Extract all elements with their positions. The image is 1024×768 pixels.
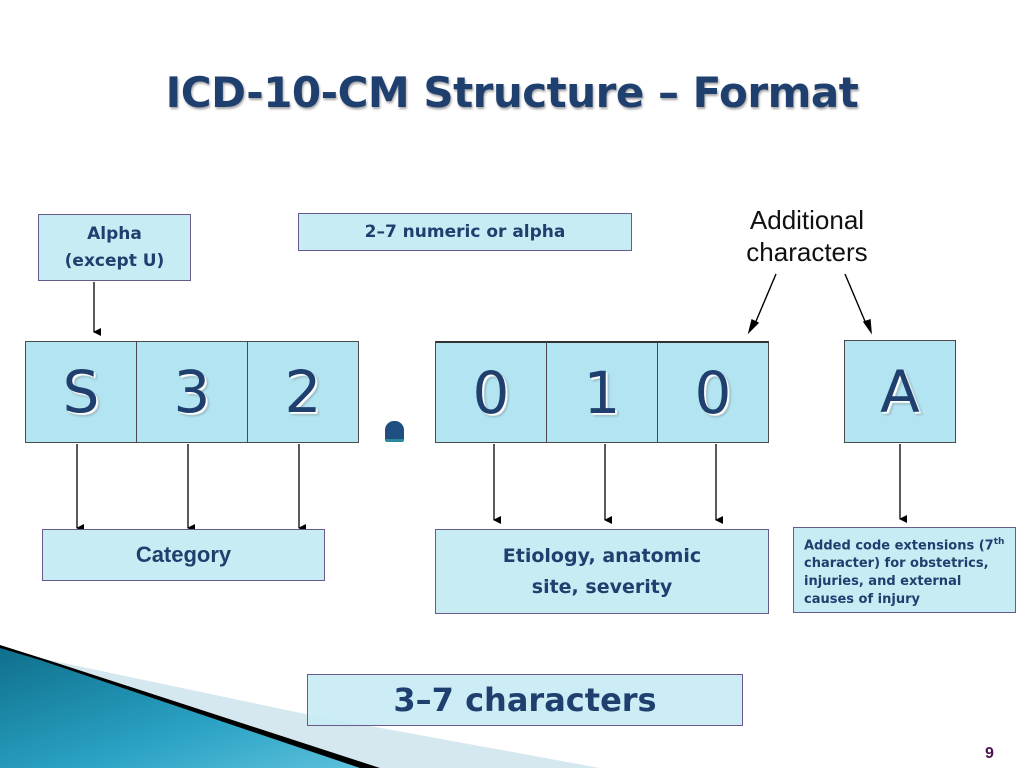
code-char-7-extension: A [844, 340, 956, 443]
code-char-3: 2 [247, 341, 359, 443]
page-number: 9 [985, 745, 994, 762]
alpha-label-box: Alpha (except U) [38, 214, 191, 281]
summary-box: 3–7 characters [307, 674, 743, 726]
decimal-point [385, 421, 404, 442]
numeric-or-alpha-label: 2–7 numeric or alpha [364, 222, 566, 242]
code-char-6: 0 [657, 341, 769, 443]
summary-label: 3–7 characters [393, 681, 657, 719]
code-char-4: 0 [435, 341, 547, 443]
alpha-label-line2: (except U) [64, 250, 165, 271]
etiology-label-box: Etiology, anatomic site, severity [435, 529, 769, 614]
additional-characters-note: Additional characters [718, 204, 896, 268]
code-char-5: 1 [546, 341, 658, 443]
additional-line1: Additional [749, 205, 865, 235]
etiology-line1: Etiology, anatomic [502, 544, 702, 567]
etiology-line2: site, severity [531, 575, 673, 598]
extension-description: Added code extensions (7th character) fo… [804, 537, 1005, 608]
alpha-label-line1: Alpha [87, 223, 142, 244]
code-char-2: 3 [136, 341, 248, 443]
slide-title: ICD-10-CM Structure – Format [165, 68, 859, 117]
numeric-or-alpha-label-box: 2–7 numeric or alpha [298, 213, 632, 251]
category-label: Category [135, 542, 232, 567]
extension-label-box: Added code extensions (7th character) fo… [793, 527, 1016, 613]
category-label-box: Category [42, 529, 325, 581]
code-char-1: S [25, 341, 137, 443]
additional-line2: characters [746, 237, 868, 267]
